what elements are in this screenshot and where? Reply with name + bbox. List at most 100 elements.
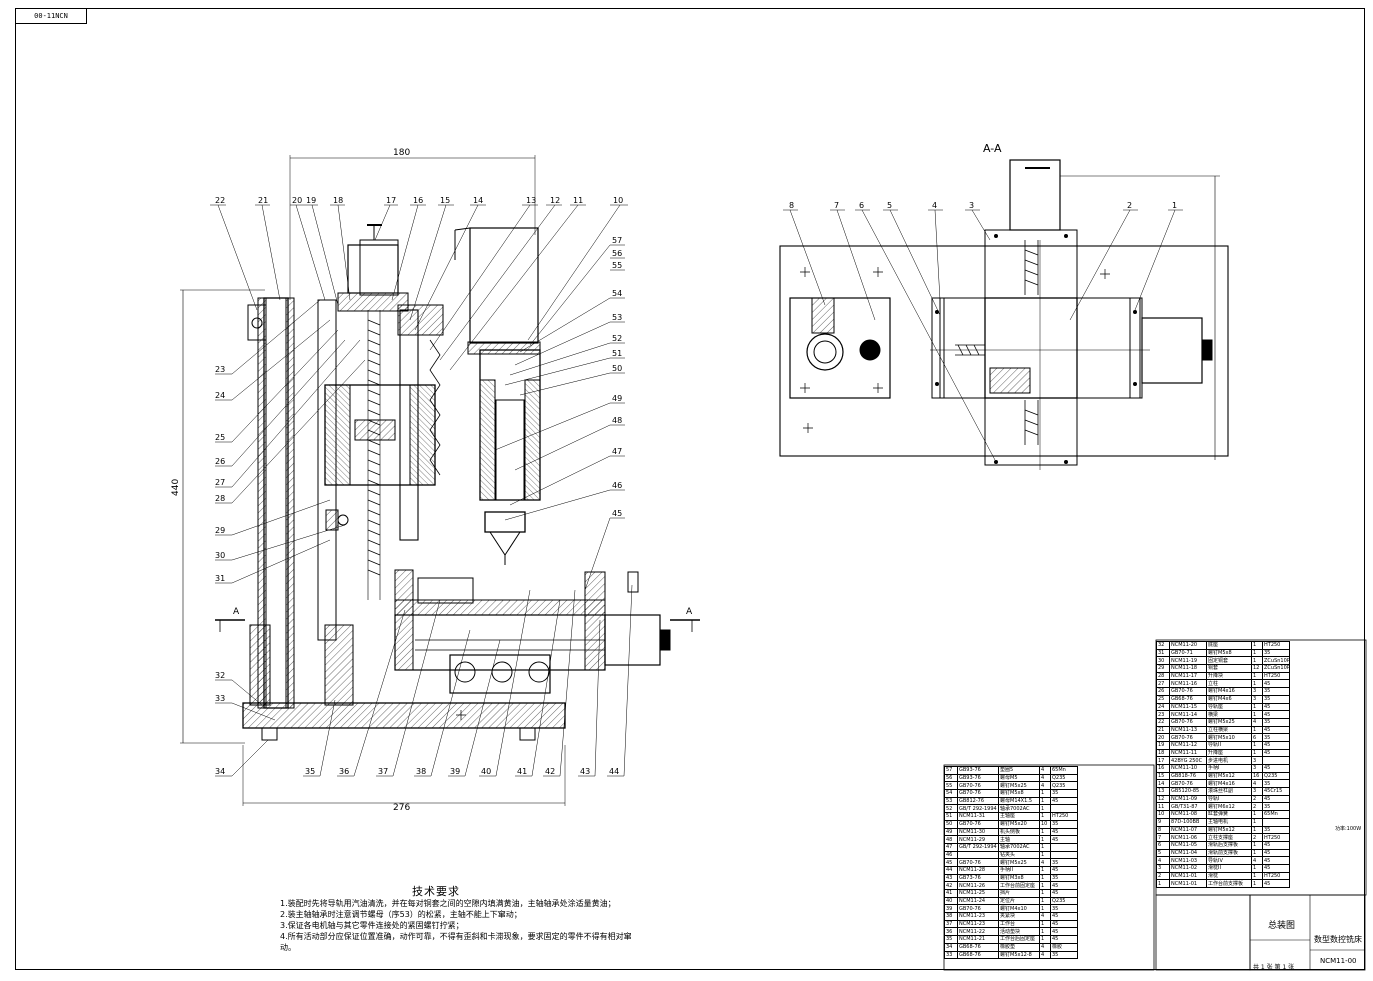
bom-cell: GB812-76: [957, 796, 999, 806]
bom-cell: 35: [1050, 904, 1078, 914]
bom-cell: 1: [1039, 827, 1051, 837]
tech-requirements: 1.装配时先将导轨用汽油清洗，并在每对铜套之间的空隙内填满黄油，主轴轴承处涂适量…: [280, 898, 680, 953]
bom-cell: 6: [1251, 733, 1263, 742]
bom-cell: NCM11-14: [1169, 710, 1207, 719]
drawing-frame: [15, 8, 1365, 970]
bom-cell: NCM11-06: [1169, 833, 1207, 842]
top-callout: 19: [306, 196, 316, 205]
bom-cell: 45: [1050, 889, 1078, 898]
section-callout: 2: [1127, 201, 1132, 210]
bom-cell: 挡片: [998, 889, 1040, 898]
bom-cell: 横梁: [1206, 710, 1252, 719]
bom-cell: 3: [1251, 687, 1263, 696]
bom-cell: 螺钉M6x12: [1206, 802, 1252, 812]
bom-cell: NCM11-05: [1169, 840, 1207, 850]
bom-cell: 19: [1156, 740, 1170, 750]
bom-cell: 螺钉M4x10: [998, 904, 1040, 914]
bom-cell: NCM11-29: [957, 835, 999, 844]
bom-cell: 钻夹头: [998, 850, 1040, 860]
section-label: A-A: [983, 142, 1002, 155]
bom-cell: 56: [944, 773, 958, 783]
bom-cell: 45: [1262, 840, 1290, 850]
bom-cell: 1: [1039, 896, 1051, 906]
bom-cell: NCM11-26: [957, 881, 999, 890]
bom-cell: 螺钉M5x20: [998, 819, 1040, 829]
bom-cell: NCM11-22: [957, 927, 999, 937]
bom-cell: 45: [1050, 827, 1078, 837]
bom-cell: NCM11-02: [1169, 863, 1207, 873]
right-callout: 50: [612, 364, 622, 373]
bom-cell: NCM11-13: [1169, 725, 1207, 735]
bom-cell: 9: [1156, 817, 1170, 827]
bom-cell: 45: [1262, 879, 1290, 888]
bom-cell: 1: [1251, 825, 1263, 835]
section-callout: 5: [887, 201, 892, 210]
left-callout: 30: [215, 551, 225, 560]
bom-cell: 3: [1156, 863, 1170, 873]
bom-cell: GB70-76: [1169, 733, 1207, 742]
bom-cell: 3: [1251, 764, 1263, 773]
bom-cell: 45: [1262, 794, 1290, 804]
bom-cell: 49: [944, 827, 958, 837]
bom-cell: 1: [1251, 848, 1263, 858]
bom-cell: GB70-71: [1169, 648, 1207, 658]
bom-cell: 1: [1039, 812, 1051, 821]
bom-cell: 35: [1262, 694, 1290, 704]
bom-cell: [957, 850, 999, 860]
bom-cell: 28: [1156, 671, 1170, 681]
bom-cell: 45: [1262, 740, 1290, 750]
right-callout: 51: [612, 349, 622, 358]
bom-cell: 1: [1039, 842, 1051, 852]
bom-cell: NCM11-01: [1169, 871, 1207, 881]
bom-cell: 铜套: [1206, 664, 1252, 673]
right-callout: 48: [612, 416, 622, 425]
bom-cell: 35: [1262, 825, 1290, 835]
bom-cell: 立柱: [1206, 679, 1252, 689]
bom-cell: 44: [944, 865, 958, 875]
bom-cell: 7: [1156, 833, 1170, 842]
bom-cell: NCM11-07: [1169, 825, 1207, 835]
bom-cell: 升降块: [1206, 671, 1252, 681]
bom-cell: 45: [1262, 679, 1290, 689]
bom-cell: 步进电机: [1206, 756, 1252, 765]
bom-cell: 滑轨后支撑板: [1206, 840, 1252, 850]
bom-cell: 1: [1156, 879, 1170, 888]
bom-cell: 轴承7002AC: [998, 804, 1040, 814]
bom-cell: 14: [1156, 779, 1170, 789]
bom-cell: 45: [1050, 835, 1078, 844]
bom-cell: 1: [1251, 748, 1263, 758]
bom-cell: 4: [1251, 717, 1263, 727]
bom-cell: HT250: [1262, 871, 1290, 881]
bom-cell: 45: [1262, 856, 1290, 865]
bom-cell: 35: [1050, 873, 1078, 883]
bom-cell: 1: [1039, 889, 1051, 898]
bom-cell: 固定铜套: [1206, 656, 1252, 666]
bom-cell: 10: [1156, 810, 1170, 819]
bom-cell: 1: [1251, 725, 1263, 735]
bottom-callout: 35: [305, 767, 315, 776]
bottom-callout: 42: [545, 767, 555, 776]
bom-cell: 39: [944, 904, 958, 914]
bottom-callout: 43: [580, 767, 590, 776]
bom-cell: 手柄II: [998, 865, 1040, 875]
bom-cell: 54: [944, 789, 958, 798]
tech-line: 4.所有活动部分应保证位置准确，动作可靠，不得有歪斜和卡滞现象，要求固定的零件不…: [280, 932, 632, 941]
bom-cell: GB68-76: [1169, 694, 1207, 704]
left-callout: 23: [215, 365, 225, 374]
bom-cell: 23: [1156, 710, 1170, 719]
bom-cell: GB818-76: [1169, 771, 1207, 781]
bom-cell: 4: [1039, 858, 1051, 867]
top-callout: 15: [440, 196, 450, 205]
